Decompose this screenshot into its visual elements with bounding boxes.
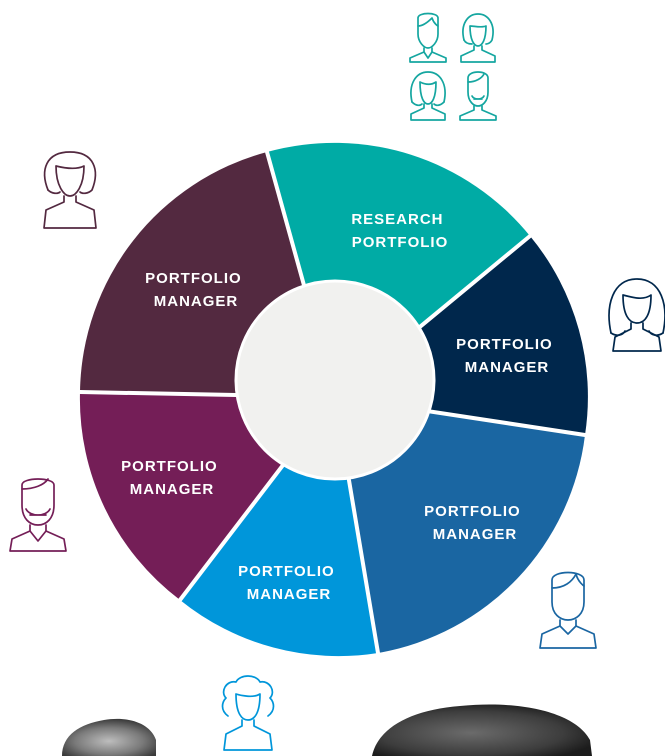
label-line: PORTFOLIO (352, 234, 449, 251)
label-portfolio-manager-steel: PORTFOLIO MANAGER (424, 503, 526, 543)
label-line: PORTFOLIO (121, 458, 218, 475)
label-line: RESEARCH (351, 211, 443, 228)
photo-person-left (62, 718, 156, 756)
label-line: MANAGER (154, 293, 239, 310)
woman-icon (410, 71, 446, 121)
label-portfolio-manager-sky: PORTFOLIO MANAGER (238, 563, 340, 603)
man-bearded-icon (459, 71, 497, 121)
woman-icon (460, 13, 496, 63)
label-line: PORTFOLIO (145, 270, 242, 287)
label-line: PORTFOLIO (424, 503, 521, 520)
label-portfolio-manager-magenta: PORTFOLIO MANAGER (121, 458, 223, 498)
segment-portfolio-manager-steel (335, 397, 585, 653)
label-line: MANAGER (465, 359, 550, 376)
label-line: MANAGER (130, 481, 215, 498)
label-line: MANAGER (247, 586, 332, 603)
label-portfolio-manager-navy: PORTFOLIO MANAGER (456, 336, 558, 376)
research-team-icon-group (409, 12, 497, 121)
woman-icon (43, 151, 97, 229)
label-research-portfolio: RESEARCH PORTFOLIO (351, 211, 448, 251)
man-icon (539, 571, 597, 649)
label-portfolio-manager-plum: PORTFOLIO MANAGER (145, 270, 247, 310)
label-line: PORTFOLIO (238, 563, 335, 580)
man-icon (409, 12, 447, 63)
woman-curly-hair-icon (221, 675, 275, 751)
label-line: PORTFOLIO (456, 336, 553, 353)
photo-person-right (372, 704, 592, 756)
team-photo (62, 704, 592, 756)
man-bearded-icon (9, 478, 67, 552)
label-line: MANAGER (433, 526, 518, 543)
center-circle (234, 279, 436, 481)
woman-long-hair-icon (608, 278, 665, 352)
